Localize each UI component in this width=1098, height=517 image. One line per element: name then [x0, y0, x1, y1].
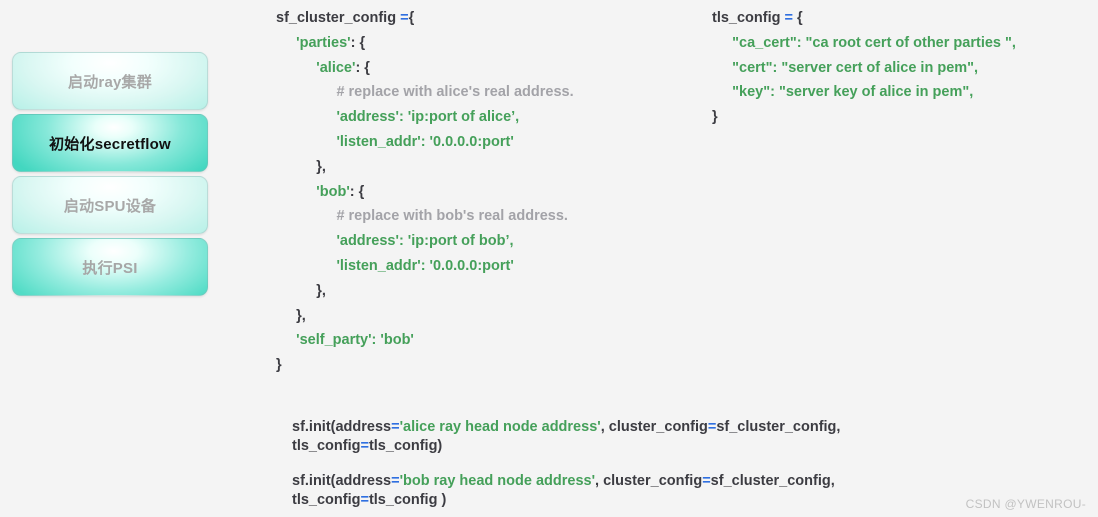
step-button-3[interactable]: 启动SPU设备 [12, 176, 208, 234]
code-token-plain: sf_cluster_config, [716, 419, 841, 435]
step-button-label: 启动SPU设备 [63, 197, 157, 215]
code-token-str: "ca_cert": "ca root cert of other partie… [732, 34, 1016, 51]
code-token-str: 'parties' [296, 34, 351, 51]
code-token-str: 'bob ray head node address' [399, 473, 596, 489]
code-token-str: 'address': 'ip:port of alice’, [336, 109, 520, 126]
code-token-str: 'listen_addr': '0.0.0.0:port' [336, 133, 514, 150]
tls-config-line-1: tls_config = { [712, 6, 1016, 31]
code-token-plain: }, [276, 158, 326, 175]
code-token-plain [712, 60, 732, 76]
step-button-4[interactable]: 执行PSI [12, 238, 208, 296]
step-button-2[interactable]: 初始化secretflow [12, 114, 208, 172]
code-token-str: 'bob' [316, 183, 350, 200]
code-token-plain: }, [276, 282, 326, 299]
sf-init-call-2-line-1: sf.init(address='bob ray head node addre… [292, 472, 840, 491]
cluster-config-line-13: }, [276, 304, 574, 329]
cluster-config-line-15: } [276, 353, 574, 378]
tls-config-line-2: "ca_cert": "ca root cert of other partie… [712, 31, 1016, 56]
code-token-str: 'listen_addr': '0.0.0.0:port' [336, 257, 514, 274]
sf-init-call-1: sf.init(address='alice ray head node add… [292, 418, 840, 456]
step-button-1[interactable]: 启动ray集群 [12, 52, 208, 110]
code-token-plain: sf_cluster_config [276, 10, 401, 26]
code-token-plain [276, 184, 316, 200]
step-button-label: 执行PSI [82, 259, 138, 277]
code-token-plain: : { [355, 59, 370, 76]
code-token-plain: tls_config) [368, 438, 443, 454]
code-token-op: = [400, 10, 409, 26]
code-token-str: 'alice ray head node address' [399, 419, 601, 435]
sf-init-calls-block: sf.init(address='alice ray head node add… [292, 418, 840, 510]
code-token-str: "key": "server key of alice in pem", [732, 84, 974, 101]
code-token-plain [712, 35, 732, 51]
code-token-str: 'self_party': 'bob' [296, 332, 414, 349]
cluster-config-line-2: 'parties': { [276, 31, 574, 56]
cluster-config-line-12: }, [276, 279, 574, 304]
cluster-config-line-6: 'listen_addr': '0.0.0.0:port' [276, 130, 574, 155]
code-token-plain: , cluster_config [595, 473, 703, 489]
code-token-op: = [391, 419, 400, 435]
code-token-plain [276, 35, 296, 51]
code-token-op: = [784, 10, 793, 26]
code-token-op: = [702, 473, 711, 489]
cluster-config-line-3: 'alice': { [276, 56, 574, 81]
code-token-plain [276, 208, 336, 224]
code-token-plain: tls_config [292, 438, 361, 454]
code-token-str: "cert": "server cert of alice in pem", [732, 59, 979, 76]
code-token-plain: tls_config ) [368, 492, 447, 508]
code-token-plain [276, 233, 336, 249]
sf-init-call-2: sf.init(address='bob ray head node addre… [292, 472, 840, 510]
cluster-config-line-14: 'self_party': 'bob' [276, 328, 574, 353]
cluster-config-line-8: 'bob': { [276, 180, 574, 205]
sf-init-call-1-line-2: tls_config=tls_config) [292, 437, 840, 456]
cluster-config-line-9: # replace with bob's real address. [276, 204, 574, 229]
code-token-plain: sf.init(address [292, 419, 392, 435]
code-token-plain: }, [276, 307, 306, 324]
csdn-watermark: CSDN @YWENROU- [965, 497, 1086, 511]
code-token-plain [276, 109, 336, 125]
cluster-config-line-1: sf_cluster_config ={ [276, 6, 574, 31]
cluster-config-line-4: # replace with alice's real address. [276, 80, 574, 105]
sf-init-call-2-line-2: tls_config=tls_config ) [292, 491, 840, 510]
step-button-label: 启动ray集群 [68, 73, 152, 91]
code-token-plain: tls_config [712, 10, 785, 26]
code-token-plain: : { [350, 34, 366, 51]
cluster-config-line-5: 'address': 'ip:port of alice’, [276, 105, 574, 130]
code-token-op: = [360, 438, 369, 454]
tls-config-code-block: tls_config = { "ca_cert": "ca root cert … [712, 6, 1016, 130]
code-token-plain: : { [349, 183, 365, 200]
cluster-config-line-7: }, [276, 155, 574, 180]
code-token-op: = [391, 473, 400, 489]
sf-init-call-1-line-1: sf.init(address='alice ray head node add… [292, 418, 840, 437]
step-button-label: 初始化secretflow [49, 135, 171, 153]
code-token-plain: , cluster_config [600, 419, 708, 435]
code-token-comment: # replace with bob's real address. [336, 208, 568, 225]
code-token-op: = [707, 419, 717, 435]
code-token-plain: { [408, 10, 415, 26]
code-token-plain: sf.init(address [292, 473, 392, 489]
tls-config-line-3: "cert": "server cert of alice in pem", [712, 56, 1016, 81]
code-token-str: 'address': 'ip:port of bob’, [336, 233, 514, 250]
code-token-plain [276, 332, 296, 348]
code-token-plain: } [276, 357, 282, 374]
code-token-plain: } [712, 109, 718, 126]
cluster-config-line-10: 'address': 'ip:port of bob’, [276, 229, 574, 254]
code-token-comment: # replace with alice's real address. [336, 84, 574, 101]
code-token-str: 'alice' [316, 59, 356, 76]
code-token-plain [276, 258, 336, 274]
code-token-plain: sf_cluster_config, [710, 473, 835, 489]
sf-cluster-config-code-block: sf_cluster_config ={ 'parties': { 'alice… [276, 6, 574, 378]
code-token-plain: tls_config [292, 492, 361, 508]
tls-config-line-5: } [712, 105, 1016, 130]
code-token-plain [712, 84, 732, 100]
cluster-config-line-11: 'listen_addr': '0.0.0.0:port' [276, 254, 574, 279]
step-list: 启动ray集群初始化secretflow 启动SPU设备执行PSI [12, 52, 208, 296]
code-token-plain: { [792, 10, 803, 26]
code-token-op: = [360, 492, 369, 508]
tls-config-line-4: "key": "server key of alice in pem", [712, 80, 1016, 105]
code-token-plain [276, 84, 336, 100]
code-token-plain [276, 134, 336, 150]
code-token-plain [276, 60, 316, 76]
